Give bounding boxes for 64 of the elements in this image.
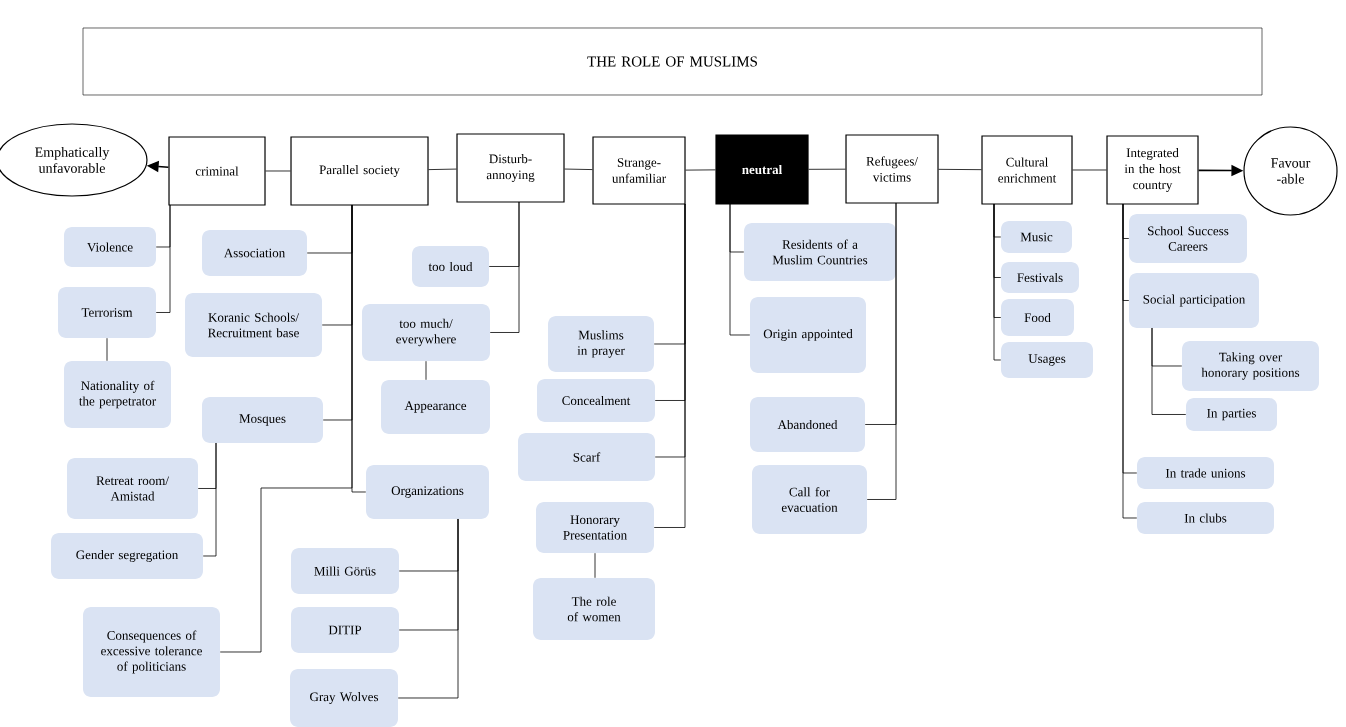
category-box: Integrated in the host country bbox=[1106, 135, 1199, 205]
category-box: Cultural enrichment bbox=[981, 135, 1073, 205]
category-box: Refugees/ victims bbox=[845, 134, 939, 204]
connector bbox=[155, 204, 171, 313]
topic-box: Organizations bbox=[366, 465, 489, 519]
topic-box: Retreat room/ Amistad bbox=[67, 458, 198, 519]
topic-box: Scarf bbox=[518, 433, 655, 481]
topic-box: Muslims in prayer bbox=[548, 316, 654, 372]
connector bbox=[564, 168, 593, 170]
topic-box: Food bbox=[1001, 299, 1074, 336]
connector bbox=[685, 169, 716, 171]
connector bbox=[397, 518, 459, 699]
topic-box: Call for evacuation bbox=[752, 465, 867, 534]
connector bbox=[1151, 327, 1187, 415]
topic-box: Music bbox=[1001, 221, 1072, 253]
topic-box: Residents of a Muslim Countries bbox=[744, 223, 896, 281]
connector bbox=[993, 203, 1002, 361]
topic-box: In clubs bbox=[1137, 502, 1274, 534]
topic-box: too much/ everywhere bbox=[362, 304, 490, 361]
topic-box: Honorary Presentation bbox=[536, 502, 654, 553]
connector bbox=[594, 552, 596, 579]
topic-box: School Success Careers bbox=[1129, 214, 1247, 263]
topic-box: Gender segregation bbox=[51, 533, 203, 579]
category-box: Disturb- annoying bbox=[456, 133, 565, 203]
category-box: Parallel society bbox=[290, 136, 429, 206]
topic-box: DITIP bbox=[291, 607, 399, 653]
topic-box: Nationality of the perpetrator bbox=[64, 361, 171, 428]
topic-box: Usages bbox=[1001, 342, 1093, 378]
topic-box: Concealment bbox=[537, 379, 655, 422]
connector bbox=[938, 168, 982, 171]
topic-box: Consequences of excessive tolerance of politicians bbox=[83, 607, 220, 697]
topic-box: Taking over honorary positions bbox=[1182, 341, 1319, 391]
connector bbox=[425, 360, 427, 381]
topic-box: Festivals bbox=[1001, 262, 1079, 293]
topic-box: Origin appointed bbox=[750, 297, 866, 373]
topic-box: In trade unions bbox=[1137, 457, 1274, 489]
topic-box: Milli Görüs bbox=[291, 548, 399, 594]
topic-box: Appearance bbox=[381, 380, 490, 434]
topic-box: Association bbox=[202, 230, 307, 276]
connector bbox=[489, 201, 520, 333]
topic-box: Koranic Schools/ Recruitment base bbox=[185, 293, 322, 357]
connector bbox=[428, 168, 457, 170]
topic-box: Social participation bbox=[1129, 273, 1259, 328]
topic-box: The role of women bbox=[533, 578, 655, 640]
category-box: neutral bbox=[715, 134, 809, 205]
category-box: Strange- unfamiliar bbox=[592, 136, 686, 205]
topic-box: In parties bbox=[1186, 398, 1277, 431]
connector bbox=[808, 168, 846, 170]
topic-box: Abandoned bbox=[750, 397, 865, 452]
topic-box: Gray Wolves bbox=[290, 669, 398, 727]
topic-box: Violence bbox=[64, 227, 156, 267]
category-box: criminal bbox=[168, 136, 266, 206]
connector bbox=[866, 202, 897, 500]
connector bbox=[219, 204, 353, 653]
connector bbox=[202, 442, 217, 557]
connector bbox=[1072, 169, 1107, 171]
connector bbox=[265, 170, 291, 172]
topic-box: Mosques bbox=[202, 397, 323, 443]
connector bbox=[729, 203, 751, 336]
topic-box: Terrorism bbox=[58, 287, 156, 338]
title-box: THE ROLE OF MUSLIMS bbox=[82, 27, 1263, 96]
topic-box: too loud bbox=[412, 246, 489, 287]
connector bbox=[106, 337, 108, 362]
connector bbox=[653, 203, 686, 528]
